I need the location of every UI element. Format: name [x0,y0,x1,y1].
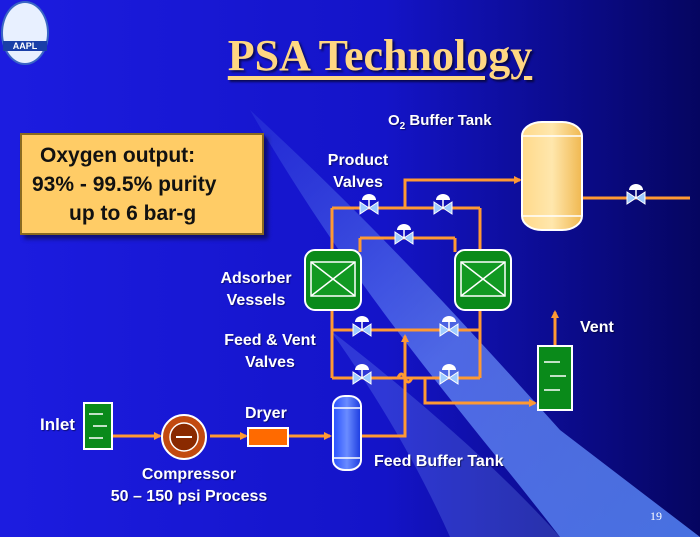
company-logo: AAPL [1,1,49,65]
pipe-to-vent-silencer [423,378,537,407]
label-product-valves: Product Valves [327,152,389,191]
page-number: 19 [650,509,662,523]
valve-vent-right [439,364,459,385]
callout-line-1: Oxygen output: [40,144,196,167]
compressor [161,414,207,460]
pipe-feed-up [362,334,409,438]
label-vent: Vent [580,319,614,336]
o2-buffer-tank [521,121,583,231]
adsorber-vessel-left [304,249,362,311]
label-adsorber-vessels: Adsorber Vessels [220,270,292,309]
label-feed-buffer-tank: Feed Buffer Tank [374,453,504,470]
vent-silencer [537,345,573,411]
pipe-product-to-o2-tank [403,176,522,208]
valve-feed-left [352,316,372,337]
label-feed-vent-valves: Feed & Vent Valves [224,332,316,371]
label-inlet: Inlet [40,415,75,434]
oxygen-output-callout: Oxygen output: 93% - 99.5% purity up to … [20,133,264,235]
valve-product-right [433,194,453,215]
valve-product-cross [394,224,414,245]
pipe-crossing-hop [396,372,414,384]
slide-title: PSA Technology [227,31,533,80]
callout-line-2: 93% - 99.5% purity [32,173,217,196]
label-compressor: Compressor 50 – 150 psi Process [110,466,268,505]
valve-o2-outlet [626,184,646,205]
light-beam [250,110,700,537]
valve-product-left [359,194,379,215]
logo-text: AAPL [3,41,47,51]
feed-buffer-tank [332,395,362,471]
adsorber-vessel-right [454,249,512,311]
label-o2-buffer-tank: O2 Buffer Tank [388,112,492,132]
valve-vent-left [352,364,372,385]
label-dryer: Dryer [245,405,287,422]
valve-feed-right [439,316,459,337]
light-beam-inner [330,330,560,537]
callout-line-3: up to 6 bar-g [69,202,197,225]
dryer [247,427,289,447]
inlet-filter [83,402,113,450]
